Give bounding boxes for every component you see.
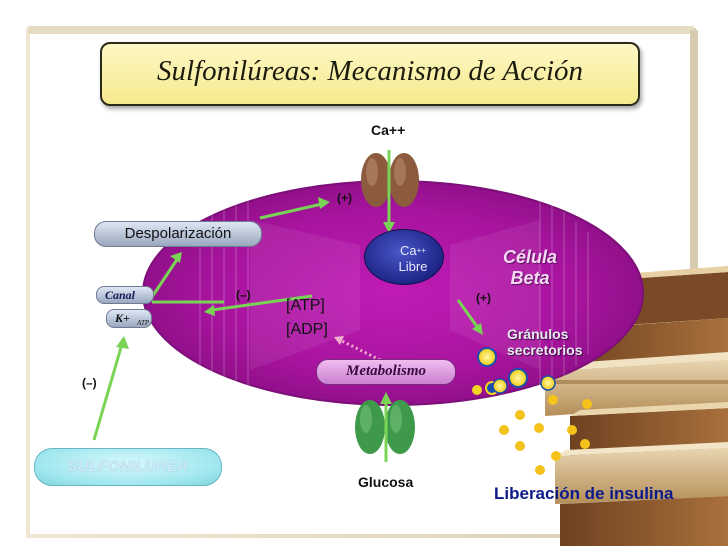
celula-line-1: Célula — [502, 247, 558, 267]
ca-top-label: Ca++ — [371, 122, 406, 138]
sulfonilurea-box: SULFONILUREA — [34, 448, 222, 486]
granulos-label: Gránulos secretorios — [507, 326, 582, 358]
released-insulin — [499, 395, 592, 475]
atp-subscript: ATP — [137, 319, 150, 327]
glucose-transporter — [355, 400, 415, 454]
ca-libre-node: Ca++ Libre — [364, 229, 444, 285]
glucosa-label: Glucosa — [358, 474, 414, 490]
ca-to-granules-arrow — [456, 299, 480, 329]
ca-libre-label: Ca++ Libre — [391, 243, 435, 275]
secretory-granules — [472, 347, 556, 395]
granulos-line-1: Gránulos — [507, 326, 569, 342]
ca-libre-charge: ++ — [416, 246, 426, 255]
canal-box: Canal — [96, 286, 154, 304]
canal-label: Canal — [105, 288, 136, 302]
atp-label: [ATP] — [286, 297, 325, 314]
adp-label: [ADP] — [286, 321, 328, 338]
calcium-channel — [361, 153, 419, 207]
metabolismo-box: Metabolismo — [316, 359, 456, 385]
plus-right-label: (+) — [476, 291, 491, 305]
ca-libre-word: Libre — [398, 259, 428, 274]
minus-left-label: (–) — [236, 288, 251, 302]
pathway-arrows — [92, 150, 483, 462]
metabolismo-label: Metabolismo — [345, 363, 426, 379]
sulfonilurea-label: SULFONILUREA — [67, 458, 189, 475]
liberacion-label: Liberación de insulina — [494, 484, 674, 503]
ca-libre-ion: Ca — [400, 243, 417, 258]
canal-to-despol-arrow — [150, 257, 180, 298]
despolarizacion-box: Despolarización — [94, 221, 262, 247]
katp-box: K+ ATP — [106, 309, 152, 328]
sulfonylurea-arrow — [92, 343, 124, 441]
celula-beta-label: Célula Beta — [486, 247, 574, 289]
plus-top-label: (+) — [337, 191, 352, 205]
minus-sulfo-label: (–) — [82, 376, 97, 390]
depolarization-to-channel-arrow — [259, 202, 323, 220]
page-title: Sulfonilúreas: Mecanismo de Acción — [156, 55, 584, 87]
atp-to-canal-arrow — [211, 294, 313, 312]
granulos-line-2: secretorios — [507, 342, 583, 358]
k-plus-label: K+ — [115, 311, 130, 325]
title-banner: Sulfonilúreas: Mecanismo de Acción — [100, 42, 640, 106]
celula-line-2: Beta — [510, 268, 550, 288]
